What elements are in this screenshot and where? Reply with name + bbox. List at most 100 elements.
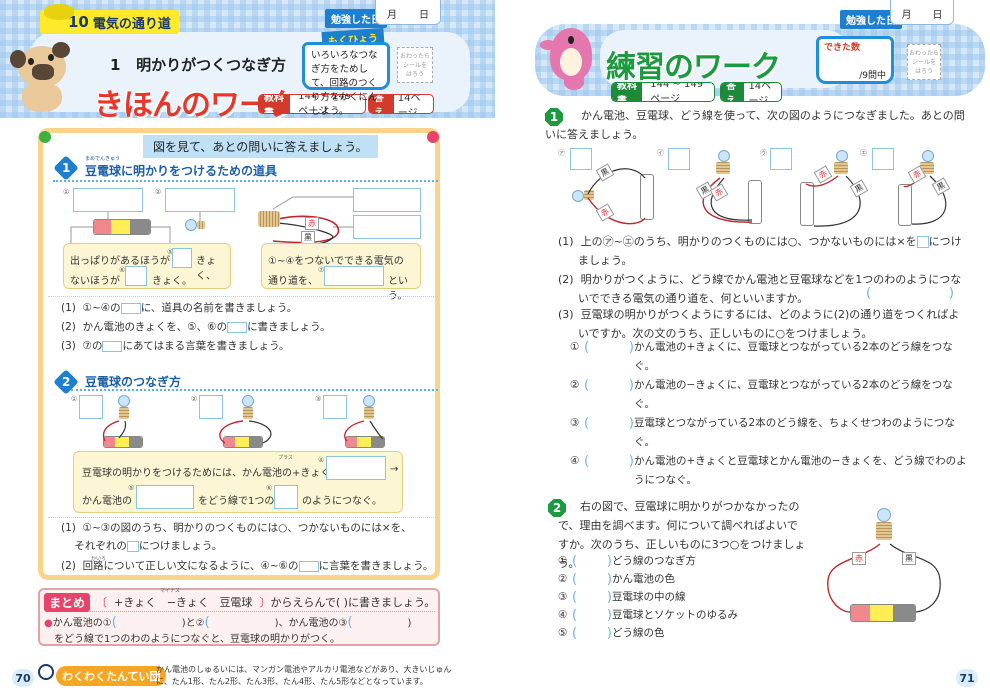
- green-pin-icon: [39, 131, 51, 143]
- circuit-wires: [102, 420, 384, 444]
- q2-option-3[interactable]: ③()豆電球の中の線: [558, 590, 686, 605]
- wakuwaku-badge: わくわくたんてい団: [56, 666, 167, 686]
- answer-page-pill: 答え 14ページ: [368, 94, 434, 114]
- sub2-answer-blank[interactable]: (): [866, 286, 954, 301]
- lesson-title: 1 明かりがつくつなぎ方: [110, 56, 287, 74]
- textbook-pages-pill: 教科書 144 ~ 149ページ: [611, 82, 715, 102]
- figure-b-answer-box[interactable]: [668, 148, 690, 170]
- section-1-question-2: (2) かん電池のきょくを、⑤、⑥のに書きましょう。: [61, 321, 331, 333]
- section-2-question-2: (2) 回路について正しい文になるように、④~⑥のに言葉を書きましょう。: [61, 560, 434, 572]
- detective-cat-icon: [38, 664, 54, 680]
- question-2-badge: 2: [548, 499, 566, 517]
- question-1-sub-2: (2) 明かりがつくように、どう線でかん電池と豆電球などを1つのわのようにつない…: [558, 273, 962, 305]
- summary-blank-2[interactable]: (: [204, 615, 210, 630]
- battery-illustration: [103, 436, 143, 448]
- exercise-panel: 図を見て、あとの問いに答えましょう。 1 まめでんきゅう 豆電球に明かりをつける…: [38, 128, 440, 580]
- dog-mascot-icon: [8, 42, 78, 114]
- question-1-sub-3: (3) 豆電球の明かりがつくようにするには、どのように(2)の通り道をつくればよ…: [558, 308, 960, 340]
- figure-c-answer-box[interactable]: [770, 148, 792, 170]
- footer-note: かん電池のしゅるいには、マンガン電池やアルカリ電池などがあり、大きいじゅんに、た…: [156, 665, 452, 686]
- answer-box-5[interactable]: [172, 248, 192, 268]
- answer-box-4[interactable]: [326, 456, 386, 480]
- summary-line-1: ●かん電池の①()と②()、かん電池の③(): [44, 615, 412, 630]
- answer-box-1[interactable]: [73, 188, 143, 212]
- battery-illustration: [93, 219, 151, 235]
- figure-a-answer-box[interactable]: [570, 148, 592, 170]
- summary-box: まとめ 〔 +きょく −きょく 豆電球 〕からえらんで( )に書きましょう。 マ…: [38, 588, 440, 646]
- question-1-badge: 1: [545, 108, 563, 126]
- figure-b-battery: [748, 180, 762, 224]
- answer-box-5[interactable]: [136, 485, 194, 509]
- circuit-answer-box-1[interactable]: [79, 395, 103, 419]
- option-4[interactable]: ④()かん電池の+きょくと豆電球とかん電池の−きょくを、どう線でわのようにつなぐ…: [570, 454, 967, 486]
- dotted-divider: [48, 296, 438, 297]
- option-2[interactable]: ②()かん電池の−きょくに、豆電球とつながっている2本のどう線をつなぐ。: [570, 378, 953, 410]
- tape-icon: [44, 4, 74, 20]
- studied-date-label: 勉強した日: [325, 9, 387, 28]
- question-1-sub-1: (1) 上の㋐~㋓のうち、明かりのつくものには○、つかないものには×をにつけまし…: [558, 235, 962, 267]
- figure-b-bulb: [716, 150, 730, 174]
- question-1-options: ①()かん電池の+きょくに、豆電球とつながっている2本のどう線をつなぐ。 ②()…: [570, 338, 970, 490]
- figure-d-battery: [898, 184, 912, 226]
- answer-box-6[interactable]: [274, 485, 298, 509]
- ruby-text: まめでんきゅう: [85, 156, 121, 162]
- circuit-hint-box: ①~④をつないでできる電気の 通り道を、 ⑦ という。: [261, 243, 421, 302]
- section-1-question-3: (3) ⑦のにあてはまる言葉を書きましょう。: [61, 340, 290, 352]
- circuit-figure-3: [360, 395, 375, 419]
- summary-blank-3[interactable]: (: [347, 615, 353, 630]
- figure-a-bulb: [572, 190, 594, 202]
- circuit-figure-2: [239, 395, 254, 419]
- option-3[interactable]: ③()豆電球とつながっている2本のどう線を、ちょくせつわのようにつなぐ。: [570, 416, 955, 448]
- answer-box-4[interactable]: [353, 215, 421, 239]
- bulb-illustration: [185, 219, 205, 231]
- dolphin-mascot-icon: [540, 22, 598, 92]
- section-1-title: 豆電球に明かりをつけるための道具: [85, 164, 278, 178]
- pink-pin-icon: [427, 131, 439, 143]
- unit-tag: 10 電気の通り道: [40, 4, 179, 34]
- answer-box-2[interactable]: [165, 188, 235, 212]
- sticker-slot[interactable]: おわったら シールを はろう: [397, 47, 433, 83]
- textbook-pages-pill: 教科書 144 ~ 149ページ: [258, 94, 366, 114]
- sub1-answer-box[interactable]: [916, 236, 929, 248]
- studied-date-label: 勉強した日: [840, 10, 902, 29]
- option-1[interactable]: ①()かん電池の+きょくに、豆電球とつながっている2本のどう線をつなぐ。: [570, 340, 953, 372]
- answer-box-3[interactable]: [353, 188, 421, 212]
- score-box[interactable]: できた数 /9問中: [816, 36, 894, 84]
- section-divider: [71, 389, 438, 391]
- sticker-slot[interactable]: おわったら シールを はろう: [907, 44, 941, 80]
- question-1-prompt: かん電池、豆電球、どう線を使って、次の図のようにつなぎました。あとの問いに答えま…: [545, 109, 965, 141]
- pole-hint-box: 出っぱりがあるほうが ⑤ きょく、 ないほうが ⑥ きょく。: [63, 243, 231, 289]
- answer-box-7[interactable]: [324, 266, 384, 286]
- circuit-answer-box-2[interactable]: [199, 395, 223, 419]
- section-divider: [53, 180, 438, 182]
- page-number-left: 70: [12, 669, 34, 687]
- answer-box-6[interactable]: [125, 266, 147, 286]
- goal-box: いろいろなつなぎ方をためして、回路のつくり方をかくにんしよう。: [302, 42, 390, 117]
- circuit-answer-box-3[interactable]: [323, 395, 347, 419]
- studied-date-field[interactable]: 月 日: [890, 0, 954, 25]
- figure-wires: [587, 168, 947, 227]
- q2-option-1[interactable]: ①()どう線のつなぎ方: [558, 554, 696, 569]
- section-1-question-1: (1) ①~④のに、道具の名前を書きましょう。: [61, 302, 298, 314]
- figure-c-bulb: [834, 150, 848, 174]
- summary-instruction: 〔 +きょく −きょく 豆電球 〕からえらんで( )に書きましょう。: [96, 596, 436, 609]
- summary-blank-1[interactable]: (: [111, 615, 117, 630]
- q2-option-4[interactable]: ④()豆電球とソケットのゆるみ: [558, 608, 738, 623]
- q2-option-2[interactable]: ②()かん電池の色: [558, 572, 675, 587]
- question-2-prompt: 右の図で、豆電球に明かりがつかなかったので、理由を調べます。何について調べればよ…: [558, 500, 806, 570]
- section-2-title: 豆電球のつなぎ方: [85, 375, 182, 389]
- q2-option-5[interactable]: ⑤()どう線の色: [558, 626, 665, 641]
- q2-bulb: [876, 508, 892, 540]
- circuit-rule-box: 豆電球の明かりをつけるためには、かん電池の+きょく→ プラス ④ → かん電池の…: [73, 451, 403, 513]
- summary-line-2: をどう線で1つのわのようにつなぐと、豆電球の明かりがつく。: [54, 634, 340, 645]
- work-title: 練習のワーク: [606, 50, 781, 85]
- socket-illustration: [258, 211, 280, 227]
- figure-d-answer-box[interactable]: [872, 148, 894, 170]
- studied-date-field[interactable]: 月 日: [375, 0, 441, 25]
- battery-illustration: [345, 436, 385, 448]
- q2-battery: [850, 604, 916, 622]
- header-cloud: [600, 30, 850, 88]
- section-2-question-1: (1) ①~③の図のうち、明かりのつくものには○、つかないものには×を、 それぞ…: [61, 522, 412, 552]
- summary-label: まとめ: [44, 593, 91, 612]
